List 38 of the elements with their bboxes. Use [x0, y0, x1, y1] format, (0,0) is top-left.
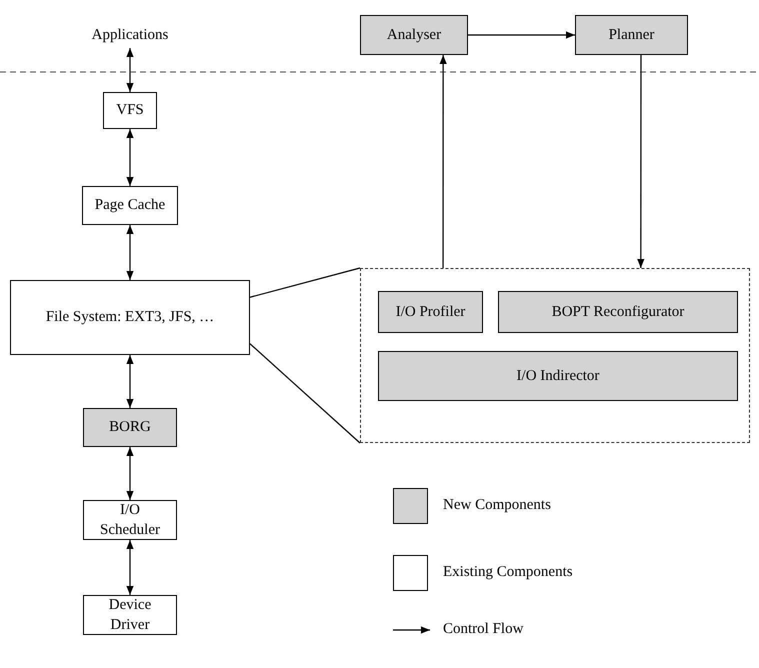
arrow: [637, 55, 644, 268]
component-label: VFS: [116, 101, 144, 120]
component-box: [83, 595, 177, 635]
component-box: [10, 280, 250, 355]
component-label: BOPT Reconfigurator: [552, 302, 684, 322]
component-box: [82, 186, 178, 225]
arrow: [468, 31, 575, 39]
zoom-line: [250, 343, 360, 444]
double-arrow: [126, 225, 134, 280]
double-arrow: [126, 447, 134, 500]
component-label: I/O Scheduler: [99, 500, 161, 540]
component-box: [378, 351, 738, 401]
double-arrow: [126, 540, 134, 595]
legend-label: New Components: [443, 497, 551, 514]
component-box: [378, 291, 483, 333]
component-label: Page Cache: [94, 196, 166, 216]
expanded-view-frame: [360, 268, 750, 443]
component-label: Analyser: [386, 26, 442, 45]
component-box: [575, 15, 688, 55]
component-label: BORG: [109, 418, 151, 438]
legend-label: Control Flow: [443, 621, 524, 638]
double-arrow: [126, 355, 134, 408]
double-arrow: [126, 129, 134, 186]
component-label: Device Driver: [108, 596, 152, 635]
component-box: [83, 500, 177, 540]
component-label: I/O Indirector: [516, 366, 600, 386]
component-box: [498, 291, 738, 333]
zoom-line: [250, 267, 360, 298]
component-label: I/O Profiler: [396, 302, 466, 322]
component-box: [103, 92, 157, 129]
text-label: Applications: [80, 22, 180, 48]
component-box: [83, 408, 177, 447]
component-label: Planner: [608, 26, 654, 45]
component-box: [360, 15, 468, 55]
component-label: File System: EXT3, JFS, …: [46, 308, 214, 328]
legend-label: Existing Components: [443, 564, 573, 581]
arrow: [440, 55, 447, 268]
double-arrow: [126, 48, 134, 92]
